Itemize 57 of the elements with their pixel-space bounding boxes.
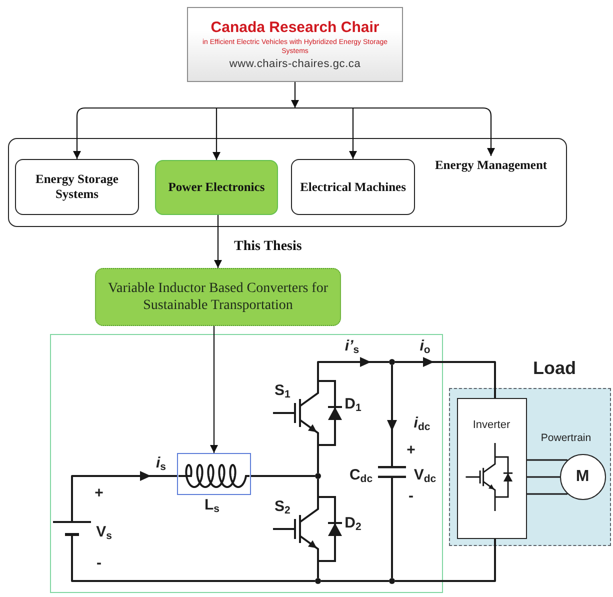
header-box [187, 7, 403, 82]
container-box [8, 138, 567, 227]
current-label: i$_{dc}$ [414, 416, 430, 430]
voltage-label: V$_{dc}$ [414, 468, 436, 482]
arrow [214, 215, 222, 268]
wire [527, 493, 568, 495]
inverter-box [456, 398, 526, 538]
diode-label: D$_{1}$ [344, 396, 362, 412]
block-label: Inverter [472, 418, 512, 431]
arrow [210, 326, 218, 453]
wire [317, 479, 319, 496]
switch-drawing [272, 496, 342, 562]
current-label: i’$_{s}$ [344, 338, 360, 354]
diode-label: D$_{2}$ [344, 516, 362, 530]
process-box: Energy Storage Systems [15, 159, 139, 215]
wire [387, 365, 397, 466]
wire [321, 580, 389, 582]
capacitor-symbol [378, 466, 406, 478]
wire [527, 476, 560, 478]
battery-symbol [52, 520, 90, 536]
group-heading: Load [533, 359, 576, 379]
wire [317, 562, 319, 578]
wire [395, 357, 496, 398]
process-box: Power Electronics [155, 160, 278, 215]
arrow [212, 107, 295, 160]
arrow [291, 82, 299, 108]
wire [527, 459, 568, 461]
wire [395, 539, 496, 582]
capacitor-label: C$_{dc}$ [349, 468, 373, 482]
wire [71, 471, 177, 521]
web-address: www.chairs-chaires.gc.ca [229, 58, 361, 70]
polarity-sign: - [408, 488, 414, 504]
motor-circle: M [560, 454, 606, 500]
highlight-box [176, 452, 250, 494]
polarity-sign: + [94, 486, 104, 500]
process-box: Variable Inductor Based Converters for Sustainable Transportation [95, 268, 341, 326]
junction-dot [388, 358, 394, 364]
wire [317, 446, 319, 473]
voltage-label: V$_{s}$ [96, 524, 112, 540]
category-label: Energy Management [436, 156, 546, 174]
chair-title: Canada Research Chair [210, 19, 380, 36]
process-box: Electrical Machines [291, 159, 415, 215]
block-label: Powertrain [540, 432, 592, 444]
switch-label: S$_{2}$ [274, 498, 290, 515]
inductor-label: L$_{s}$ [204, 498, 220, 512]
current-label: i$_{o}$ [420, 338, 430, 354]
polarity-sign: + [406, 442, 416, 458]
switch-drawing [272, 380, 342, 446]
arrow [295, 107, 495, 156]
wire [391, 478, 393, 578]
wire [251, 475, 315, 477]
polarity-sign: - [96, 556, 102, 570]
wire [71, 536, 315, 582]
switch-label: S$_{1}$ [274, 382, 290, 399]
wire [317, 357, 389, 380]
current-label: i$_{s}$ [156, 456, 166, 470]
circuit-panel [50, 334, 443, 593]
